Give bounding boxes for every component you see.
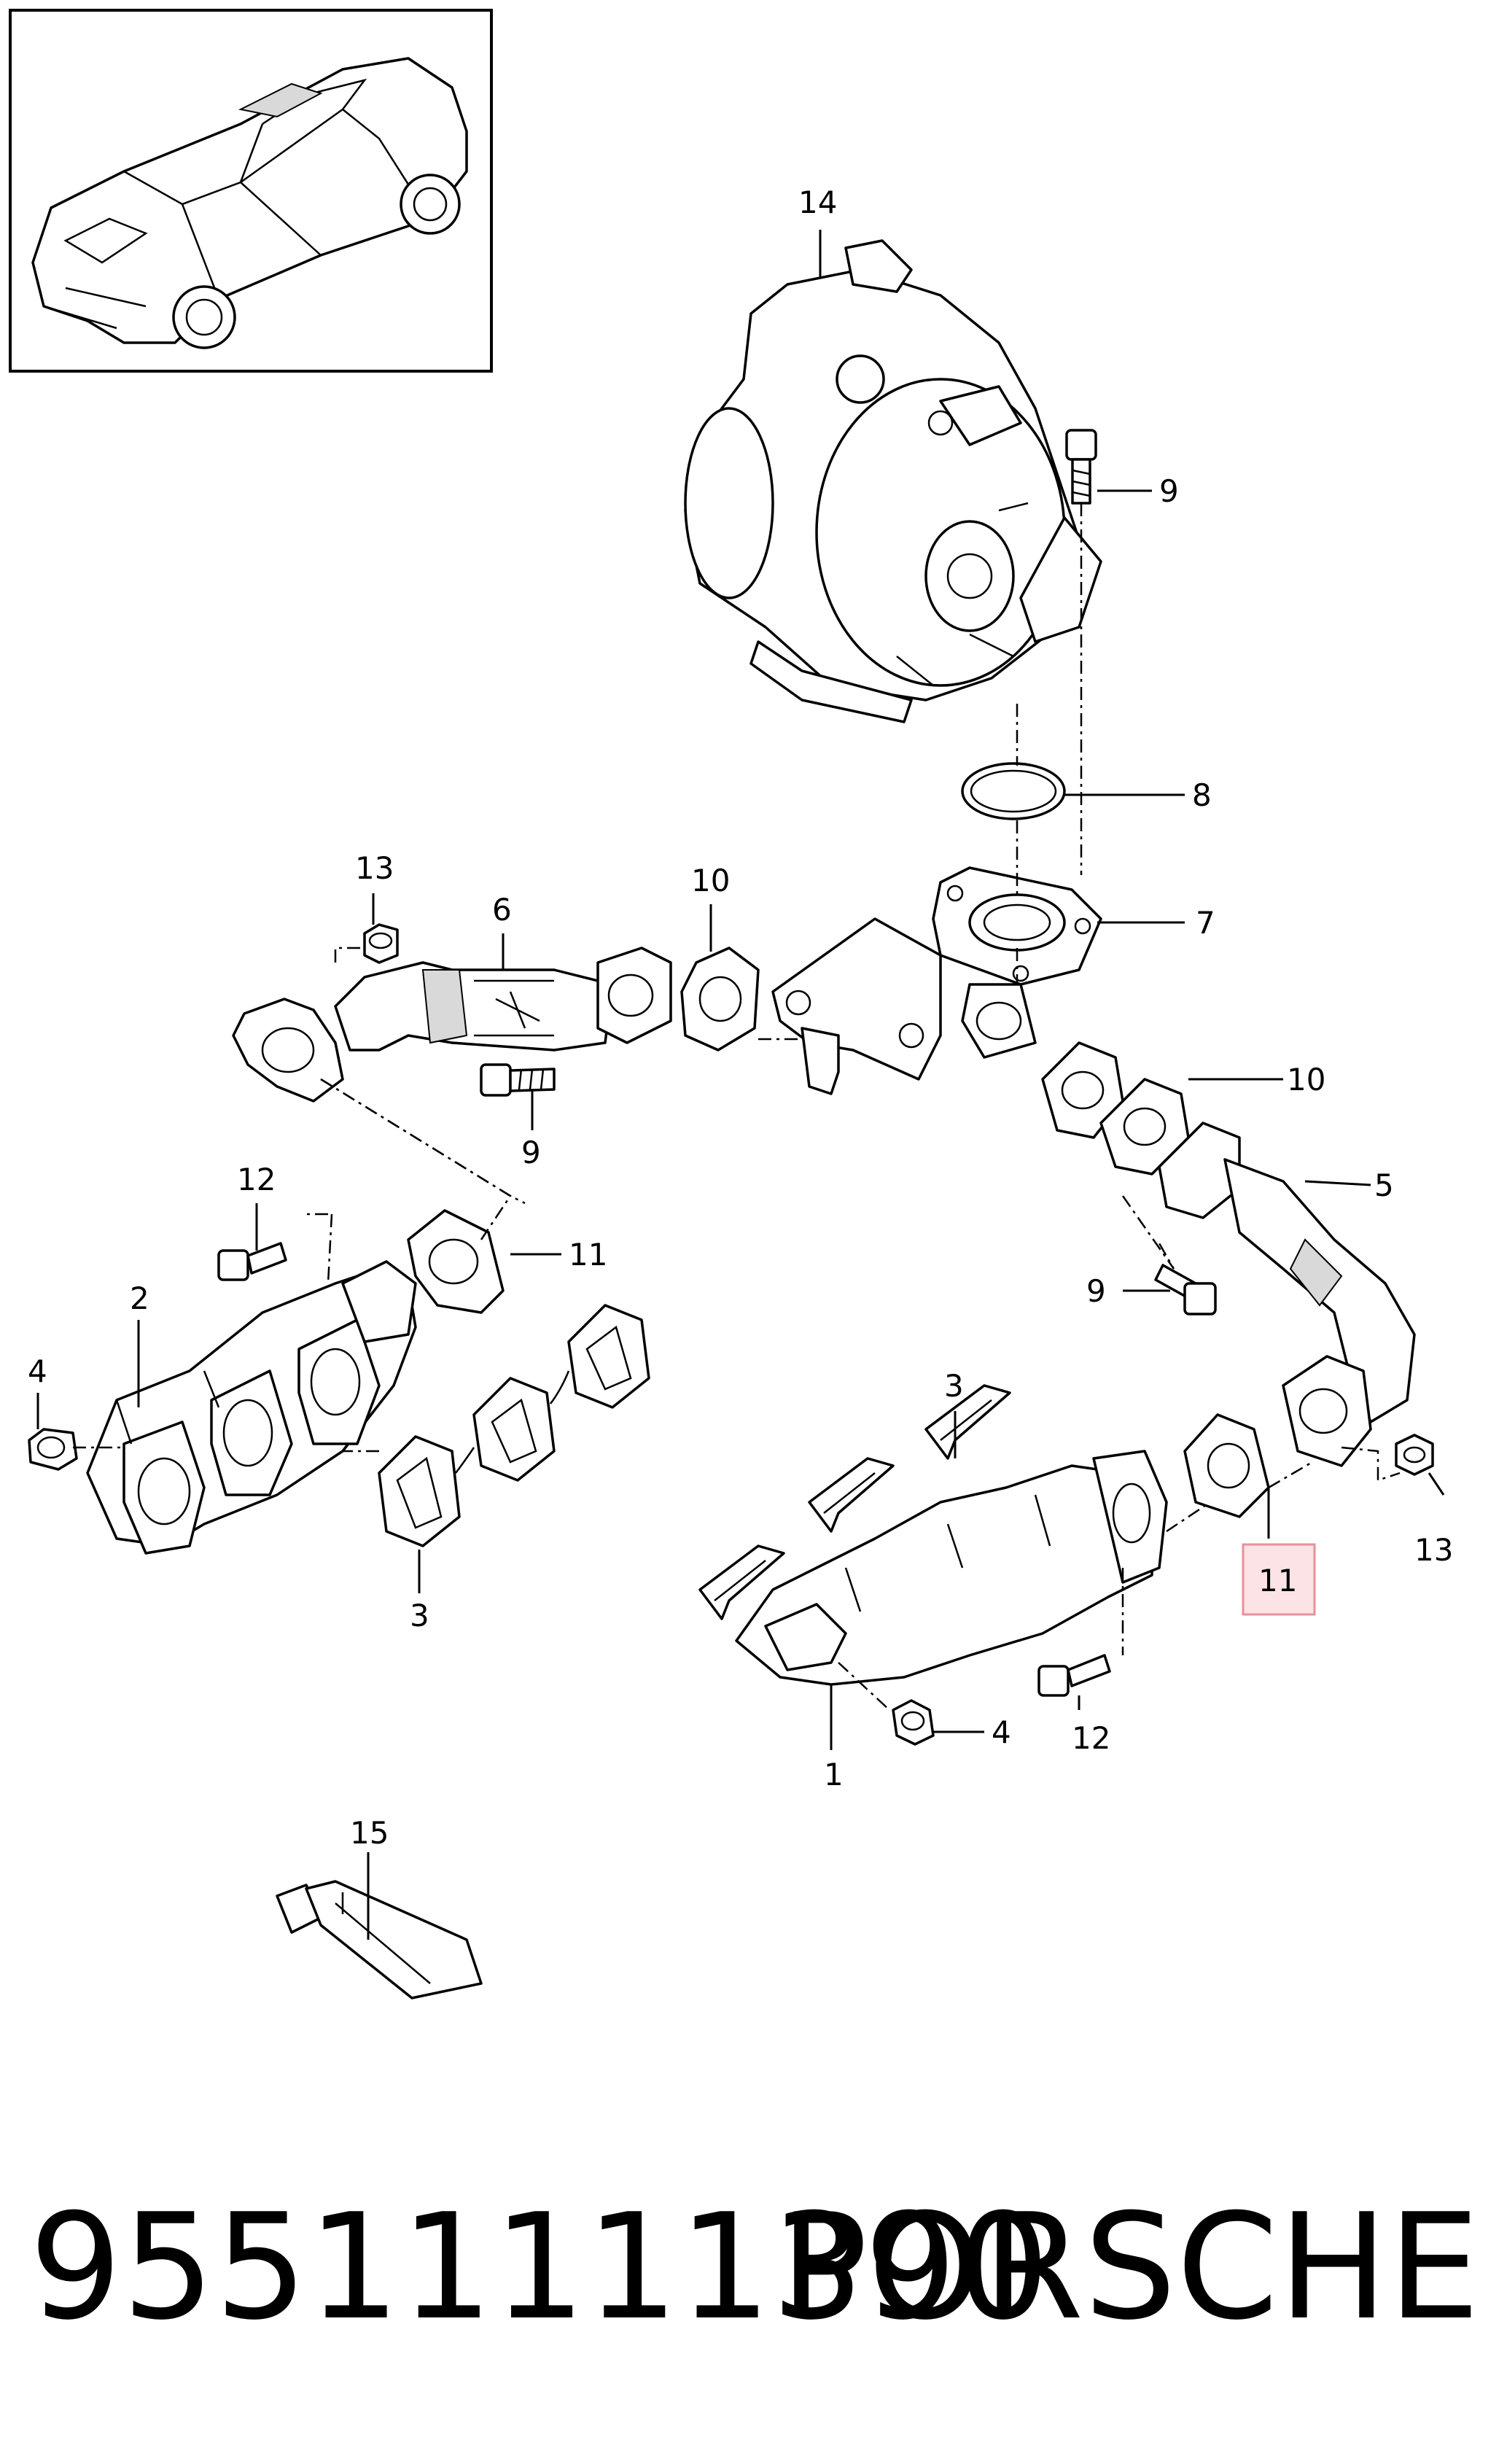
callout-10: 10 (1287, 1062, 1325, 1097)
callout-4: 4 (28, 1353, 47, 1389)
callout-10: 10 (691, 863, 730, 898)
callout-6: 6 (492, 892, 512, 928)
gasket-10-upper (680, 947, 760, 1052)
gasket-11-left (407, 1209, 505, 1314)
highlight-box (1242, 1543, 1316, 1616)
callout-8: 8 (1192, 777, 1212, 813)
exhaust-pipe-6 (232, 947, 672, 1103)
nut-13-right (1395, 1434, 1434, 1476)
callout-11: 11 (1258, 1563, 1297, 1598)
callout-9: 9 (1086, 1273, 1106, 1309)
callout-7: 7 (1196, 905, 1215, 941)
flange-7 (932, 866, 1102, 986)
callout-13: 13 (1414, 1532, 1453, 1568)
nut-13-left (363, 923, 399, 964)
callout-3: 3 (944, 1368, 964, 1404)
callout-11: 11 (569, 1237, 607, 1272)
exploded-parts-diagram: 14 9 8 13 6 10 7 10 9 5 12 11 2 9 4 3 3 … (9, 9, 1453, 1999)
nut-4-right (892, 1699, 935, 1746)
brand-name: PORSCHE (779, 2183, 1480, 2352)
callout-1: 1 (824, 1757, 844, 1792)
bolt-9-right (1154, 1264, 1217, 1315)
callout-12: 12 (1072, 1720, 1110, 1756)
callout-4: 4 (992, 1714, 1011, 1750)
callout-15: 15 (350, 1815, 389, 1851)
callout-labels: 14 9 8 13 6 10 7 10 9 5 12 11 2 9 4 3 3 … (28, 184, 1453, 1851)
exhaust-manifold-2 (86, 1260, 417, 1555)
turbocharger (684, 239, 1102, 723)
callout-3: 3 (410, 1598, 429, 1633)
part-number: 95511111390 (29, 2183, 1050, 2352)
gasket-11-right (1183, 1413, 1270, 1518)
footer: 95511111390 PORSCHE (29, 2180, 1480, 2355)
assembly-lines (73, 503, 1401, 1711)
bolt-12-left (217, 1242, 287, 1281)
callout-2: 2 (130, 1280, 149, 1316)
gasket-3-left (378, 1304, 650, 1547)
callout-14: 14 (798, 184, 837, 220)
sealant-tube-15 (276, 1880, 483, 1999)
callout-13: 13 (355, 850, 394, 886)
bracket (771, 917, 1037, 1095)
bolt-12-right (1037, 1654, 1111, 1697)
vehicle-thumbnail (9, 9, 493, 373)
callout-9: 9 (521, 1135, 541, 1170)
exhaust-manifold-1 (735, 1450, 1168, 1686)
callout-9: 9 (1159, 473, 1179, 509)
gasket-3-right (698, 1384, 1011, 1620)
nut-4-left (28, 1428, 78, 1471)
leader-lines (36, 230, 1445, 1940)
callout-5: 5 (1374, 1167, 1394, 1203)
bolt-9-top (1065, 429, 1097, 505)
exhaust-pipe-5 (1041, 1041, 1416, 1467)
callout-12: 12 (237, 1162, 276, 1197)
o-ring-8 (961, 762, 1066, 820)
bolt-9-mid (480, 1063, 556, 1097)
